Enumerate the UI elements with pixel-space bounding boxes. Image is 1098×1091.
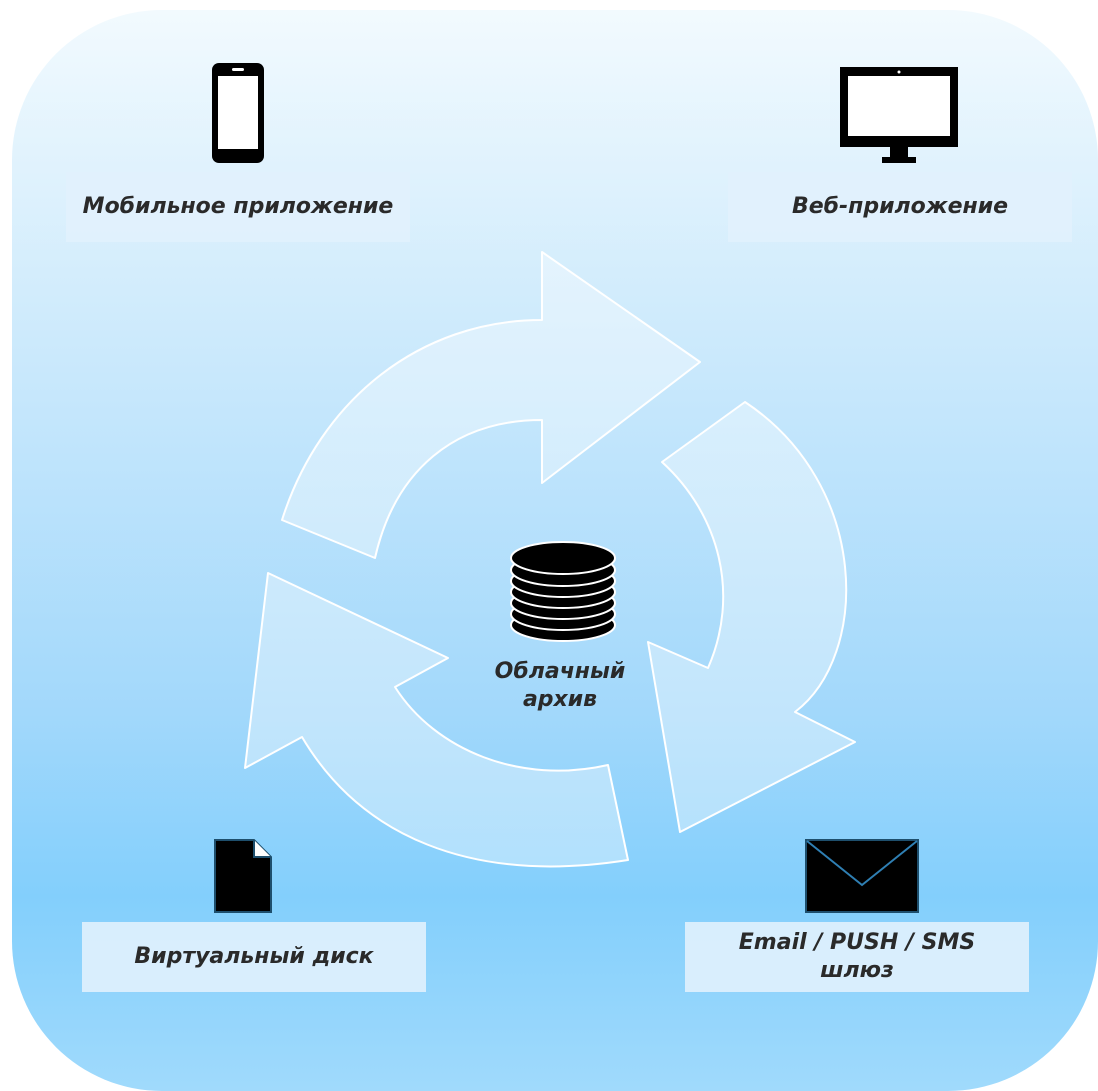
smartphone-icon	[212, 63, 264, 163]
envelope-icon	[805, 839, 919, 913]
document-icon	[214, 839, 272, 913]
cycle-arrow-left	[244, 572, 629, 868]
cycle-arrow-top	[281, 251, 701, 559]
node-label-web: Веб-приложение	[728, 172, 1072, 242]
node-label-mobile: Мобильное приложение	[66, 172, 410, 242]
monitor-icon	[840, 67, 958, 163]
center-label: Облачный архив	[494, 659, 626, 712]
node-label-email: Email / PUSH / SMS шлюз	[685, 922, 1029, 992]
database-icon	[510, 541, 616, 642]
cycle-arrow-right	[647, 401, 856, 833]
node-label-disk: Виртуальный диск	[82, 922, 426, 992]
